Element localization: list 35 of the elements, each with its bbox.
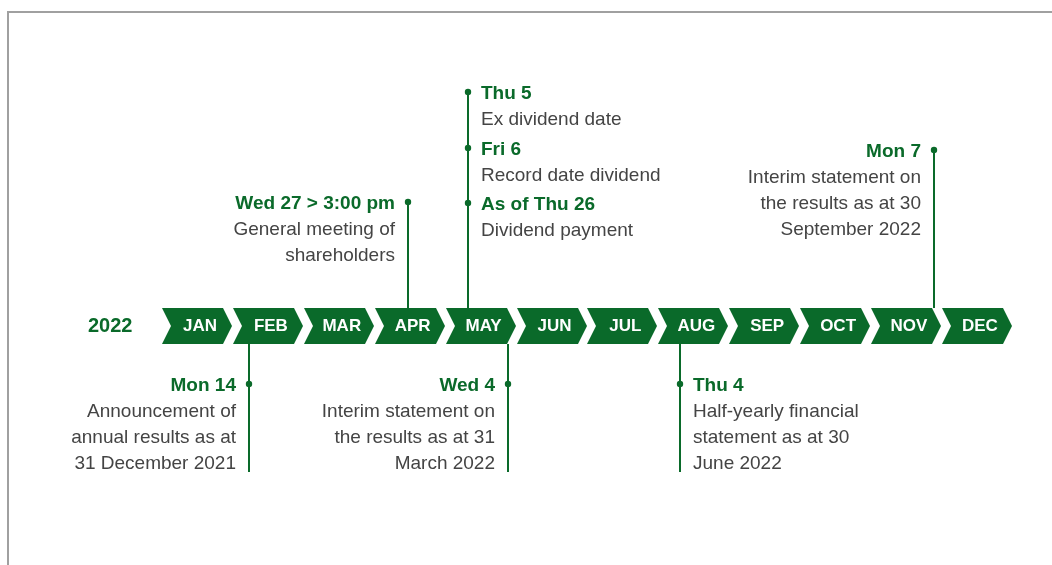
month-tab: OCT: [800, 308, 871, 344]
month-tab: APR: [374, 308, 445, 344]
leader-line: [504, 343, 512, 473]
event-description: Dividend payment: [481, 218, 635, 242]
month-tab: SEP: [729, 308, 800, 344]
month-tab: JUL: [587, 308, 658, 344]
month-tab: DEC: [941, 308, 1012, 344]
leader-line: [930, 146, 938, 309]
event-date: Mon 14: [169, 373, 236, 397]
event-date: Fri 6: [481, 137, 523, 161]
leader-line: [464, 199, 472, 309]
event-description: Interim statement on the results as at 31 March 2022: [320, 399, 495, 475]
month-tab: JAN: [162, 308, 232, 344]
event-description: General meeting of shareholders: [232, 217, 395, 267]
event-date: Wed 4: [438, 373, 495, 397]
month-tab: AUG: [658, 308, 729, 344]
month-tab: JUN: [516, 308, 587, 344]
event-description: Ex dividend date: [481, 107, 623, 131]
month-tab: NOV: [871, 308, 941, 344]
event-description: Announcement of annual results as at 31 December 2021: [70, 399, 236, 475]
event-date: Mon 7: [865, 139, 921, 163]
event-description: Record date dividend: [481, 163, 662, 187]
leader-line: [245, 343, 253, 473]
event-description: Half-yearly financial statement as at 30 June 2022: [693, 399, 860, 475]
event-date: As of Thu 26: [481, 192, 596, 216]
leader-line: [676, 343, 684, 473]
event-date: Wed 27 > 3:00 pm: [234, 191, 395, 215]
month-tab: MAR: [303, 308, 374, 344]
month-tab: FEB: [232, 308, 303, 344]
year-label: 2022: [88, 314, 133, 337]
month-tab: MAY: [445, 308, 516, 344]
event-description: Interim statement on the results as at 30 September 2022: [746, 165, 921, 241]
leader-line: [404, 198, 412, 309]
event-date: Thu 5: [481, 81, 533, 105]
event-date: Thu 4: [693, 373, 745, 397]
